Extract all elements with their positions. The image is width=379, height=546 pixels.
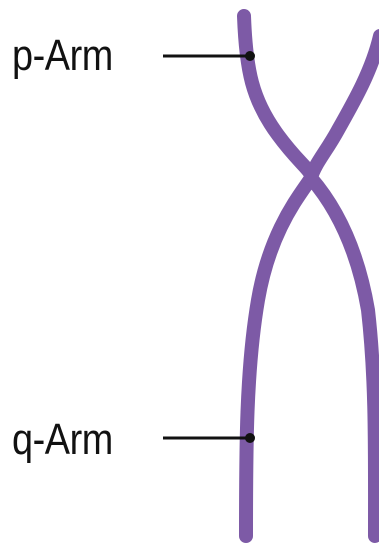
chromatid-right (303, 29, 379, 543)
p-arm-marker-dot (245, 51, 255, 61)
chromatid-left (237, 9, 318, 543)
q-arm-marker-dot (245, 433, 255, 443)
p-arm-label: p-Arm (12, 31, 113, 80)
q-arm-label: q-Arm (12, 415, 113, 464)
